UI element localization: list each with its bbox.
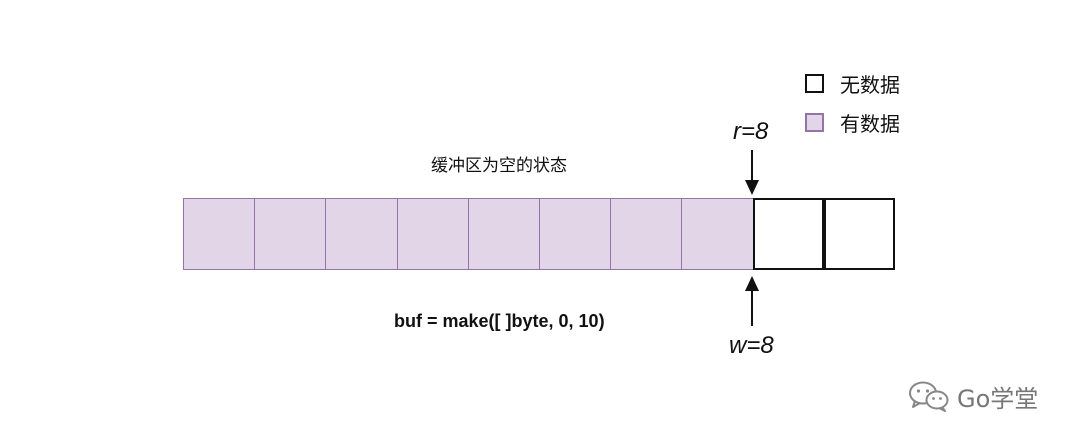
legend-swatch-empty <box>805 73 824 93</box>
legend-swatch-filled <box>805 112 824 132</box>
legend-item-empty: 无数据 <box>805 72 900 97</box>
legend-label-filled: 有数据 <box>840 111 900 136</box>
buffer-cell-filled <box>610 198 683 270</box>
buffer-cell-filled <box>183 198 256 270</box>
buffer-cell-filled <box>467 198 540 270</box>
watermark-text: Go学堂 <box>957 384 1039 413</box>
buffer <box>183 198 895 270</box>
code-make-buffer: buf = make([ ]byte, 0, 10) <box>394 311 605 331</box>
buffer-cell-empty <box>752 198 824 270</box>
write-pointer-label: w=8 <box>729 332 774 359</box>
wechat-icon <box>909 381 949 412</box>
read-pointer-label: r=8 <box>733 118 769 145</box>
watermark: Go学堂 <box>907 380 1039 413</box>
diagram-caption: 缓冲区为空的状态 <box>431 156 567 176</box>
buffer-cell-filled <box>325 198 398 270</box>
buffer-cell-filled <box>539 198 612 270</box>
buffer-cell-filled <box>681 198 754 270</box>
legend-item-filled: 有数据 <box>805 111 900 136</box>
write-pointer-arrow <box>745 276 759 326</box>
buffer-cell-filled <box>254 198 327 270</box>
buffer-cell-empty <box>823 198 895 270</box>
read-pointer-arrow <box>745 150 759 195</box>
legend-label-empty: 无数据 <box>840 72 900 97</box>
buffer-cell-filled <box>396 198 469 270</box>
